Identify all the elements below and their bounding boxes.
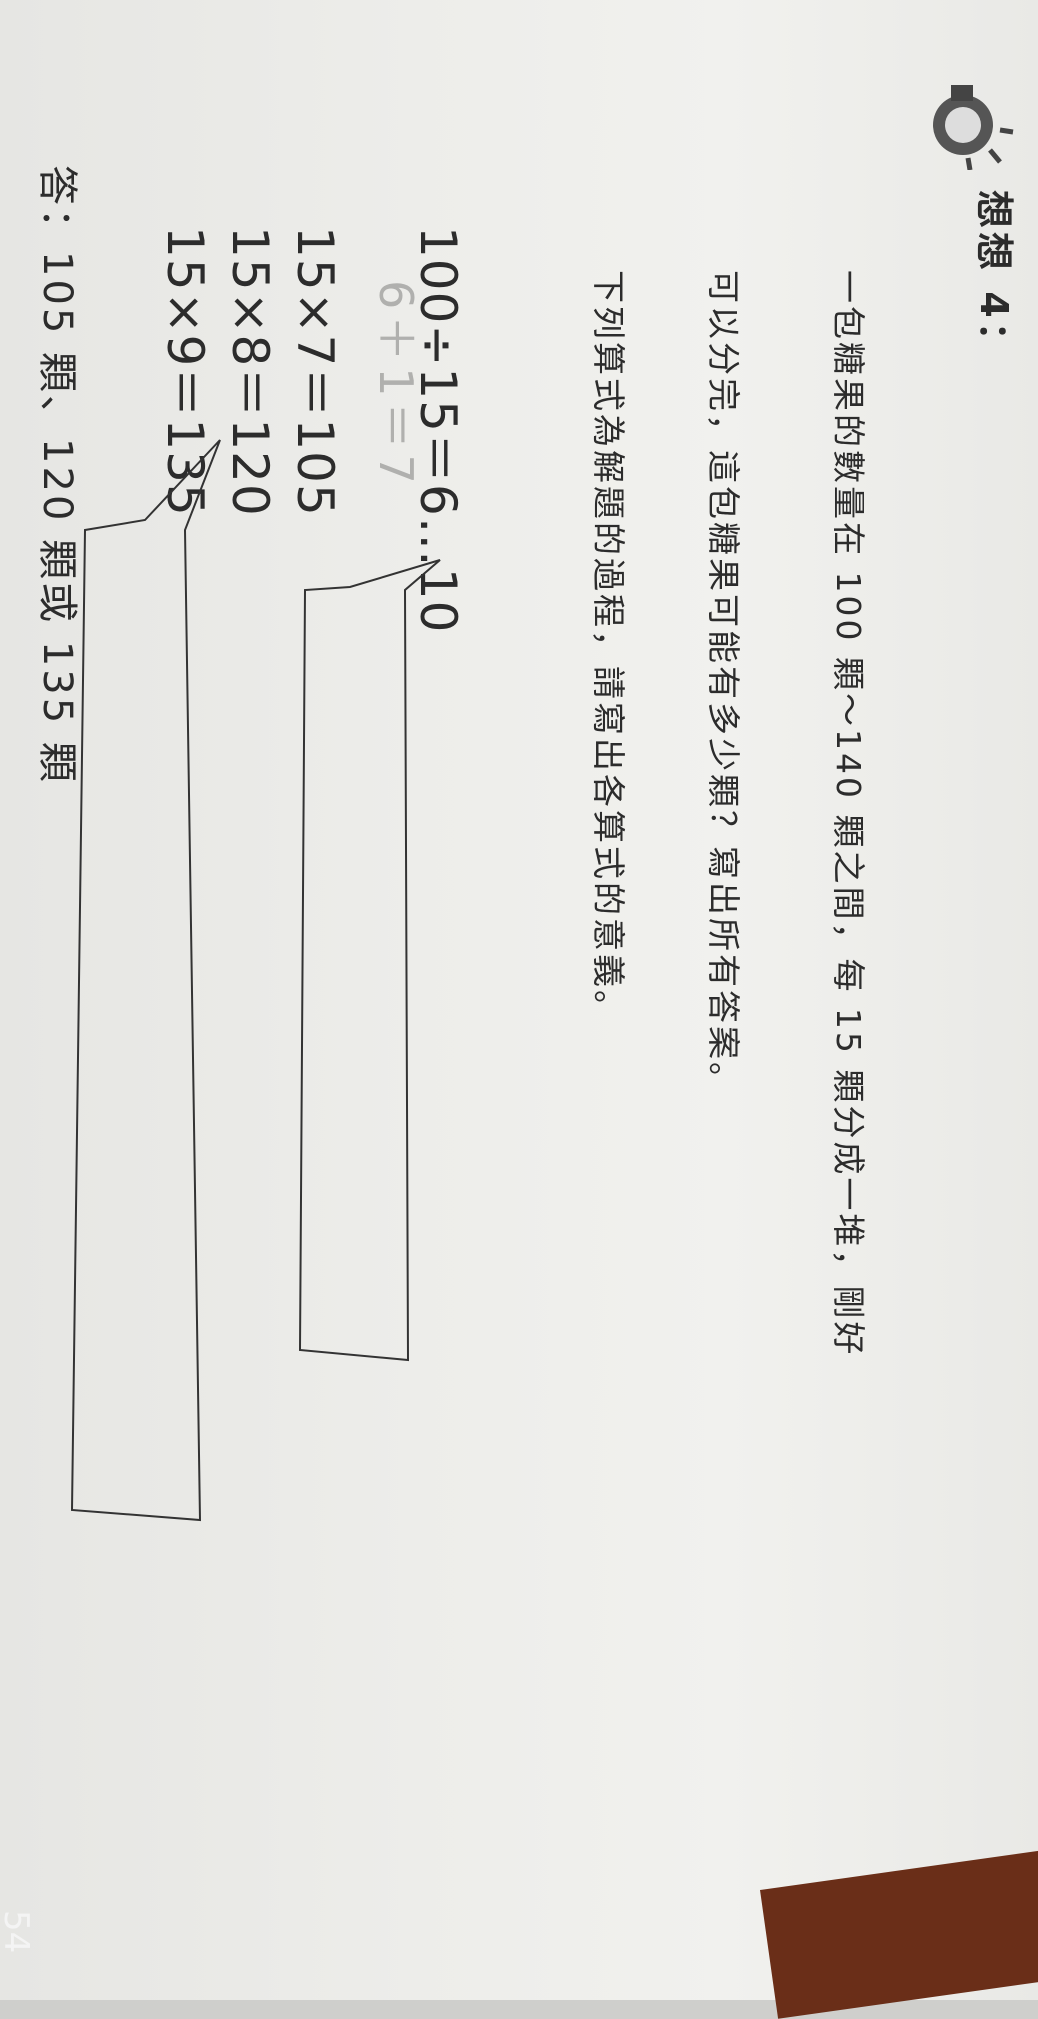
answer-boxes	[70, 439, 441, 1522]
callout-box-2	[70, 439, 221, 1522]
callout-box-1	[298, 559, 441, 1362]
page-number: 54	[0, 1910, 36, 1954]
answer-line: 答：105 顆、120 顆或 135 顆	[34, 165, 80, 785]
lightbulb-icon	[933, 85, 1014, 170]
